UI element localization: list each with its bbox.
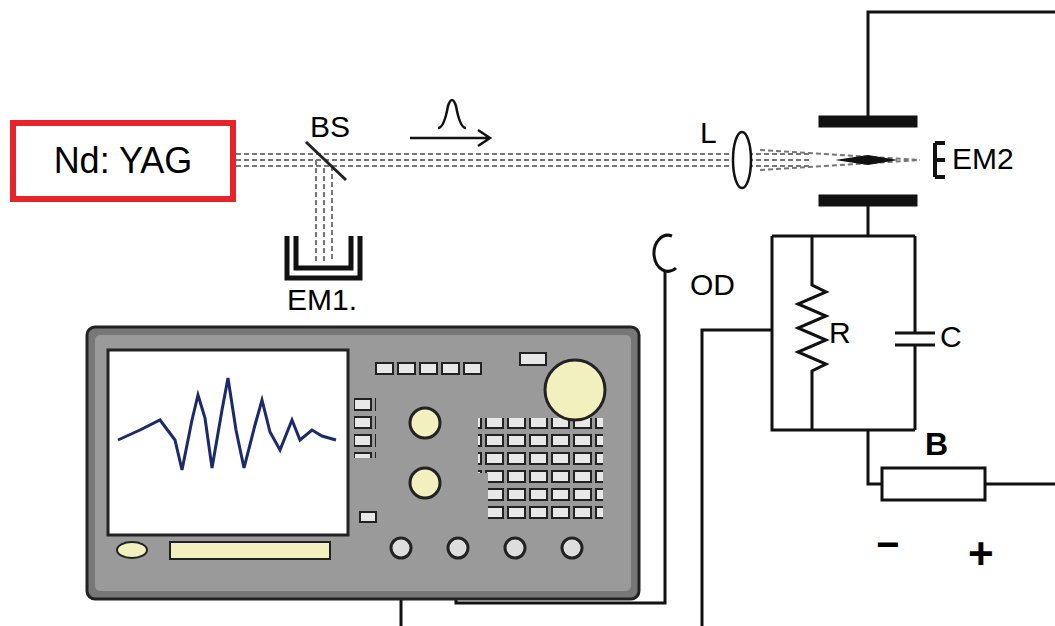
component-label: C [940,322,962,352]
component-label: L [700,118,717,148]
component-label: OD [690,270,735,300]
laser-beam [236,150,920,262]
component-label: BS [310,112,350,142]
pulse-symbol [438,100,466,128]
component-label: EM1. [287,285,357,315]
energy-meter-2 [935,143,945,177]
energy-meter-1 [287,236,360,278]
laser-box: Nd: YAG [10,120,236,202]
polarity-sign: − [876,524,899,564]
polarity-sign: + [968,532,994,576]
laser-label: Nd: YAG [54,140,193,182]
oscilloscope [87,327,639,599]
spark [835,155,898,165]
component-label: EM2 [952,144,1014,174]
lens [733,132,751,188]
component-label: B [925,428,948,460]
beam-splitter [306,142,346,180]
resistor-B [882,468,985,500]
component-label: R [829,318,851,348]
